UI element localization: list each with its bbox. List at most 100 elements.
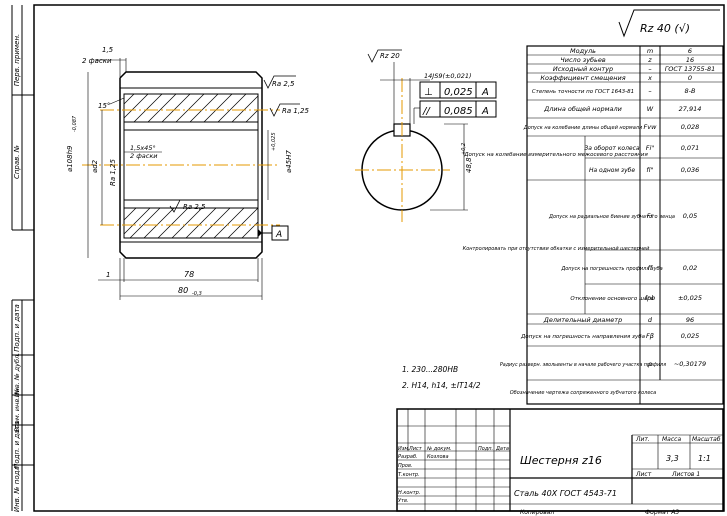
param-name-1: Число зубьев: [560, 56, 606, 64]
datum-a-text: A: [275, 230, 282, 240]
param-name-3: Коэффициент смещения: [540, 74, 625, 82]
param-name-11: Отклонение основного шага: [570, 296, 654, 302]
gear-outline: [119, 71, 263, 259]
side-label-1: Справ. №: [13, 145, 21, 179]
param-name-5: Длина общей нормали: [543, 105, 622, 113]
param-name-13: Допуск на погрешность направления зуба: [520, 334, 646, 340]
param-val-10: 0,02: [683, 264, 697, 272]
inner-chamfer-text: 1,5x45°: [130, 144, 156, 152]
tolerance-parallel-value: 0,085: [444, 106, 473, 117]
group-fi-label: Допуск на колебание измерительного межос…: [463, 152, 648, 158]
tb-doc: № докум.: [426, 446, 452, 452]
datum-a-triangle: [258, 229, 262, 237]
param-sym-9: Fr: [647, 212, 655, 220]
tb-utv: Утв.: [398, 498, 409, 504]
param-sym-1: z: [647, 56, 652, 64]
pitch-diameter-text: ⌀d2: [91, 159, 99, 173]
roughness-bore-text: Ra 2,5: [183, 203, 206, 211]
param-name-10: Допуск на погрешность профиля зуба: [560, 266, 662, 272]
dim-80-tol-text: -0,3: [192, 291, 202, 297]
hub-diameter-text: ⌀45H7: [285, 150, 293, 173]
tolerance-frame-parallel: // 0,085 A: [419, 100, 497, 118]
tb-nkontr: Н.контр.: [398, 490, 420, 496]
tb-scale: 1:1: [698, 454, 711, 463]
param-sym-14: ρ: [648, 360, 653, 368]
param-sym-7: Fi": [646, 144, 655, 152]
param-name-9: Допуск на радиальное биение зубчатого ве…: [548, 214, 675, 220]
tb-sheet: Лист: [635, 471, 652, 478]
side-label-6: Инв. № подл.: [13, 464, 21, 512]
inner-chamfer-note-text: 2 фаски: [130, 152, 157, 160]
param-val-13: 0,025: [681, 332, 700, 340]
dim-78-text: 78: [184, 270, 194, 279]
hatch-bottom-box: [123, 207, 259, 239]
param-name-6: Допуск на колебание длины общей нормали: [523, 125, 643, 131]
param-val-1: 16: [686, 56, 694, 64]
angle-text: 15°: [98, 102, 110, 110]
tb-title: Шестерня z16: [520, 454, 602, 467]
tolerance-parallel-datum: A: [481, 106, 489, 117]
roughness-chamfer-right-text: Ra 1,25: [282, 107, 310, 115]
param-val-3: 0: [688, 74, 692, 82]
hatch-top-box: [123, 93, 259, 123]
tb-razrab-name: Козлова: [427, 454, 449, 460]
param-sym-8: fi": [646, 166, 653, 174]
param-sym-3: x: [647, 74, 652, 82]
note-1: 1. 230...280HB: [402, 365, 458, 374]
keyway-depth-tol-text: +0,2: [461, 143, 467, 155]
param-sym-12: d: [648, 316, 653, 324]
tolerance-frame-perp: ⊥ 0,025 A: [419, 81, 497, 99]
side-label-4: Взам. инв. №: [13, 388, 21, 432]
inner-frame: [33, 4, 725, 512]
param-name-4: Степень точности по ГОСТ 1643-81: [532, 89, 634, 95]
tolerance-parallel-symbol: //: [422, 106, 431, 117]
tb-scale-label: Масштаб: [692, 436, 721, 443]
tip-tol-text: -0,087: [72, 115, 78, 132]
param-val-8: 0,036: [681, 166, 700, 174]
param-sym-0: m: [647, 47, 653, 55]
roughness-bore: Ra 2,5: [169, 199, 210, 213]
roughness-keyway: Rz 20: [367, 49, 402, 63]
parameter-table: Модуль m 6 Число зубьев z 16 Исходный ко…: [463, 45, 724, 405]
tb-copied: Копировал: [520, 509, 554, 516]
param-val-6: 0,028: [681, 123, 700, 131]
tip-diameter-text: ⌀108h9: [66, 145, 74, 172]
param-sym-2: –: [648, 65, 651, 73]
hub-tol-text: +0,025: [271, 132, 277, 151]
param-val-2: ГОСТ 13755-81: [665, 65, 716, 73]
general-roughness: Rz 40 (√): [618, 9, 720, 38]
param-val-4: 8-B: [685, 87, 696, 95]
chamfer-width-text: 1,5: [102, 46, 114, 54]
param-sym-5: W: [647, 105, 654, 113]
param-val-7: 0,071: [681, 144, 700, 152]
tb-mass-label: Масса: [662, 436, 681, 443]
tb-data: Дата: [495, 446, 509, 452]
param-name-12: Делительный диаметр: [543, 316, 622, 324]
title-block: Изм. Лист № докум. Подп. Дата Разраб. Ко…: [396, 408, 724, 512]
param-val-14: ~0,30179: [674, 360, 706, 368]
param-val-9: 0,05: [683, 212, 697, 220]
tolerance-perp-value: 0,025: [444, 87, 473, 98]
keyway-depth-text: 48,8: [465, 157, 473, 173]
tb-podp: Подп.: [478, 446, 493, 452]
roughness-chamfer-left-text: Ra 2,5: [272, 80, 295, 88]
tb-sheets: Листов 1: [671, 471, 700, 478]
side-label-2: Подп. и дата: [13, 304, 21, 352]
param-sym-4: –: [648, 87, 651, 95]
note-2: 2. H14, h14, ±IT14/2: [402, 381, 481, 390]
hatch-bottom: [123, 207, 259, 239]
param-sym-11: fpb: [645, 294, 656, 302]
tb-material: Сталь 40Х ГОСТ 4543-71: [514, 489, 617, 498]
side-label-0: Перв. примен.: [13, 34, 21, 87]
tb-format: Формат А3: [645, 509, 679, 516]
fi-rev-label: За оборот колеса: [584, 145, 639, 152]
keyway-view: Rz 20 14JS9(±0,021) ⊥ 0,025 A // 0,085 A: [355, 49, 497, 222]
tb-list: Лист: [408, 446, 423, 452]
tb-prov: Пров.: [398, 463, 413, 469]
hatch-top: [123, 93, 259, 123]
keyway-width-text: 14JS9(±0,021): [424, 72, 472, 80]
tb-lit-label: Лит.: [635, 436, 650, 443]
tb-izm: Изм.: [398, 446, 410, 452]
param-name-2: Исходный контур: [553, 65, 613, 73]
